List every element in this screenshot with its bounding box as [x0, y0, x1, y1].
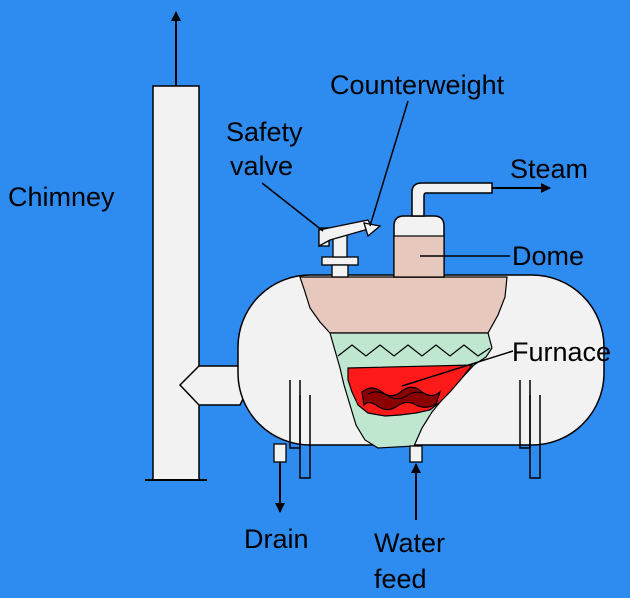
label-drain: Drain	[244, 524, 309, 554]
label-furnace: Furnace	[512, 337, 612, 367]
steam-space	[299, 276, 508, 334]
label-water-feed-line2: feed	[374, 564, 427, 594]
furnace-leader	[401, 350, 514, 387]
safety-valve-assembly	[318, 219, 382, 278]
steam-pipe	[411, 182, 493, 217]
safety-valve-leader	[261, 182, 324, 232]
counterweight-leader	[369, 100, 409, 227]
water-surface	[337, 344, 491, 357]
support-legs	[289, 380, 541, 479]
label-dome: Dome	[512, 241, 585, 271]
label-safety-valve-line2: valve	[230, 151, 294, 181]
label-safety-valve-line1: Safety	[226, 117, 303, 147]
label-counterweight: Counterweight	[330, 70, 505, 100]
label-water-feed-line1: Water	[374, 528, 446, 558]
label-steam: Steam	[510, 154, 589, 184]
furnace-coal	[361, 386, 442, 411]
water-feed-pipe	[409, 445, 423, 463]
drain-pipe	[273, 443, 287, 463]
label-chimney: Chimney	[8, 182, 115, 212]
chimney-stack	[152, 85, 200, 481]
